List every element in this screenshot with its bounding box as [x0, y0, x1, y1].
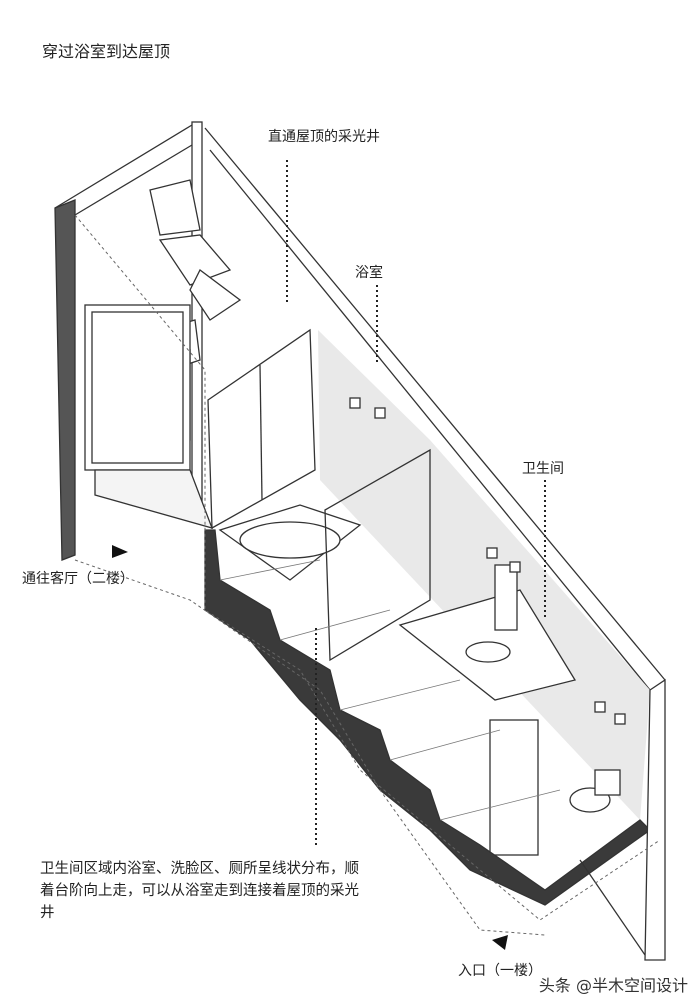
toilet-door	[489, 719, 539, 856]
label-bathroom: 浴室	[355, 265, 383, 281]
roof-line-left	[54, 124, 193, 209]
description-note: 卫生间区域内浴室、洗脸区、厕所呈线状分布，顺着台阶向上走，可以从浴室走到连接着屋…	[40, 861, 359, 921]
watermark: 头条 @半木空间设计	[538, 976, 688, 995]
mirror	[494, 564, 518, 631]
glass-panel-left	[84, 304, 191, 471]
stair-section	[204, 529, 652, 906]
right-wall	[644, 678, 666, 961]
page-title: 穿过浴室到达屋顶	[42, 42, 171, 61]
label-entrance: 入口（一楼）	[458, 963, 542, 979]
sink	[465, 641, 511, 663]
arrow-to-living-icon	[112, 545, 128, 558]
label-skylight: 直通屋顶的采光井	[268, 129, 380, 145]
shower-glass	[324, 448, 431, 662]
roof-line-right	[204, 127, 666, 681]
arrow-entrance-icon	[492, 935, 508, 950]
label-to-living: 通往客厅（二楼）	[22, 571, 134, 587]
left-wall	[54, 199, 76, 561]
label-restroom: 卫生间	[522, 461, 564, 477]
hatched-wall	[318, 330, 650, 820]
